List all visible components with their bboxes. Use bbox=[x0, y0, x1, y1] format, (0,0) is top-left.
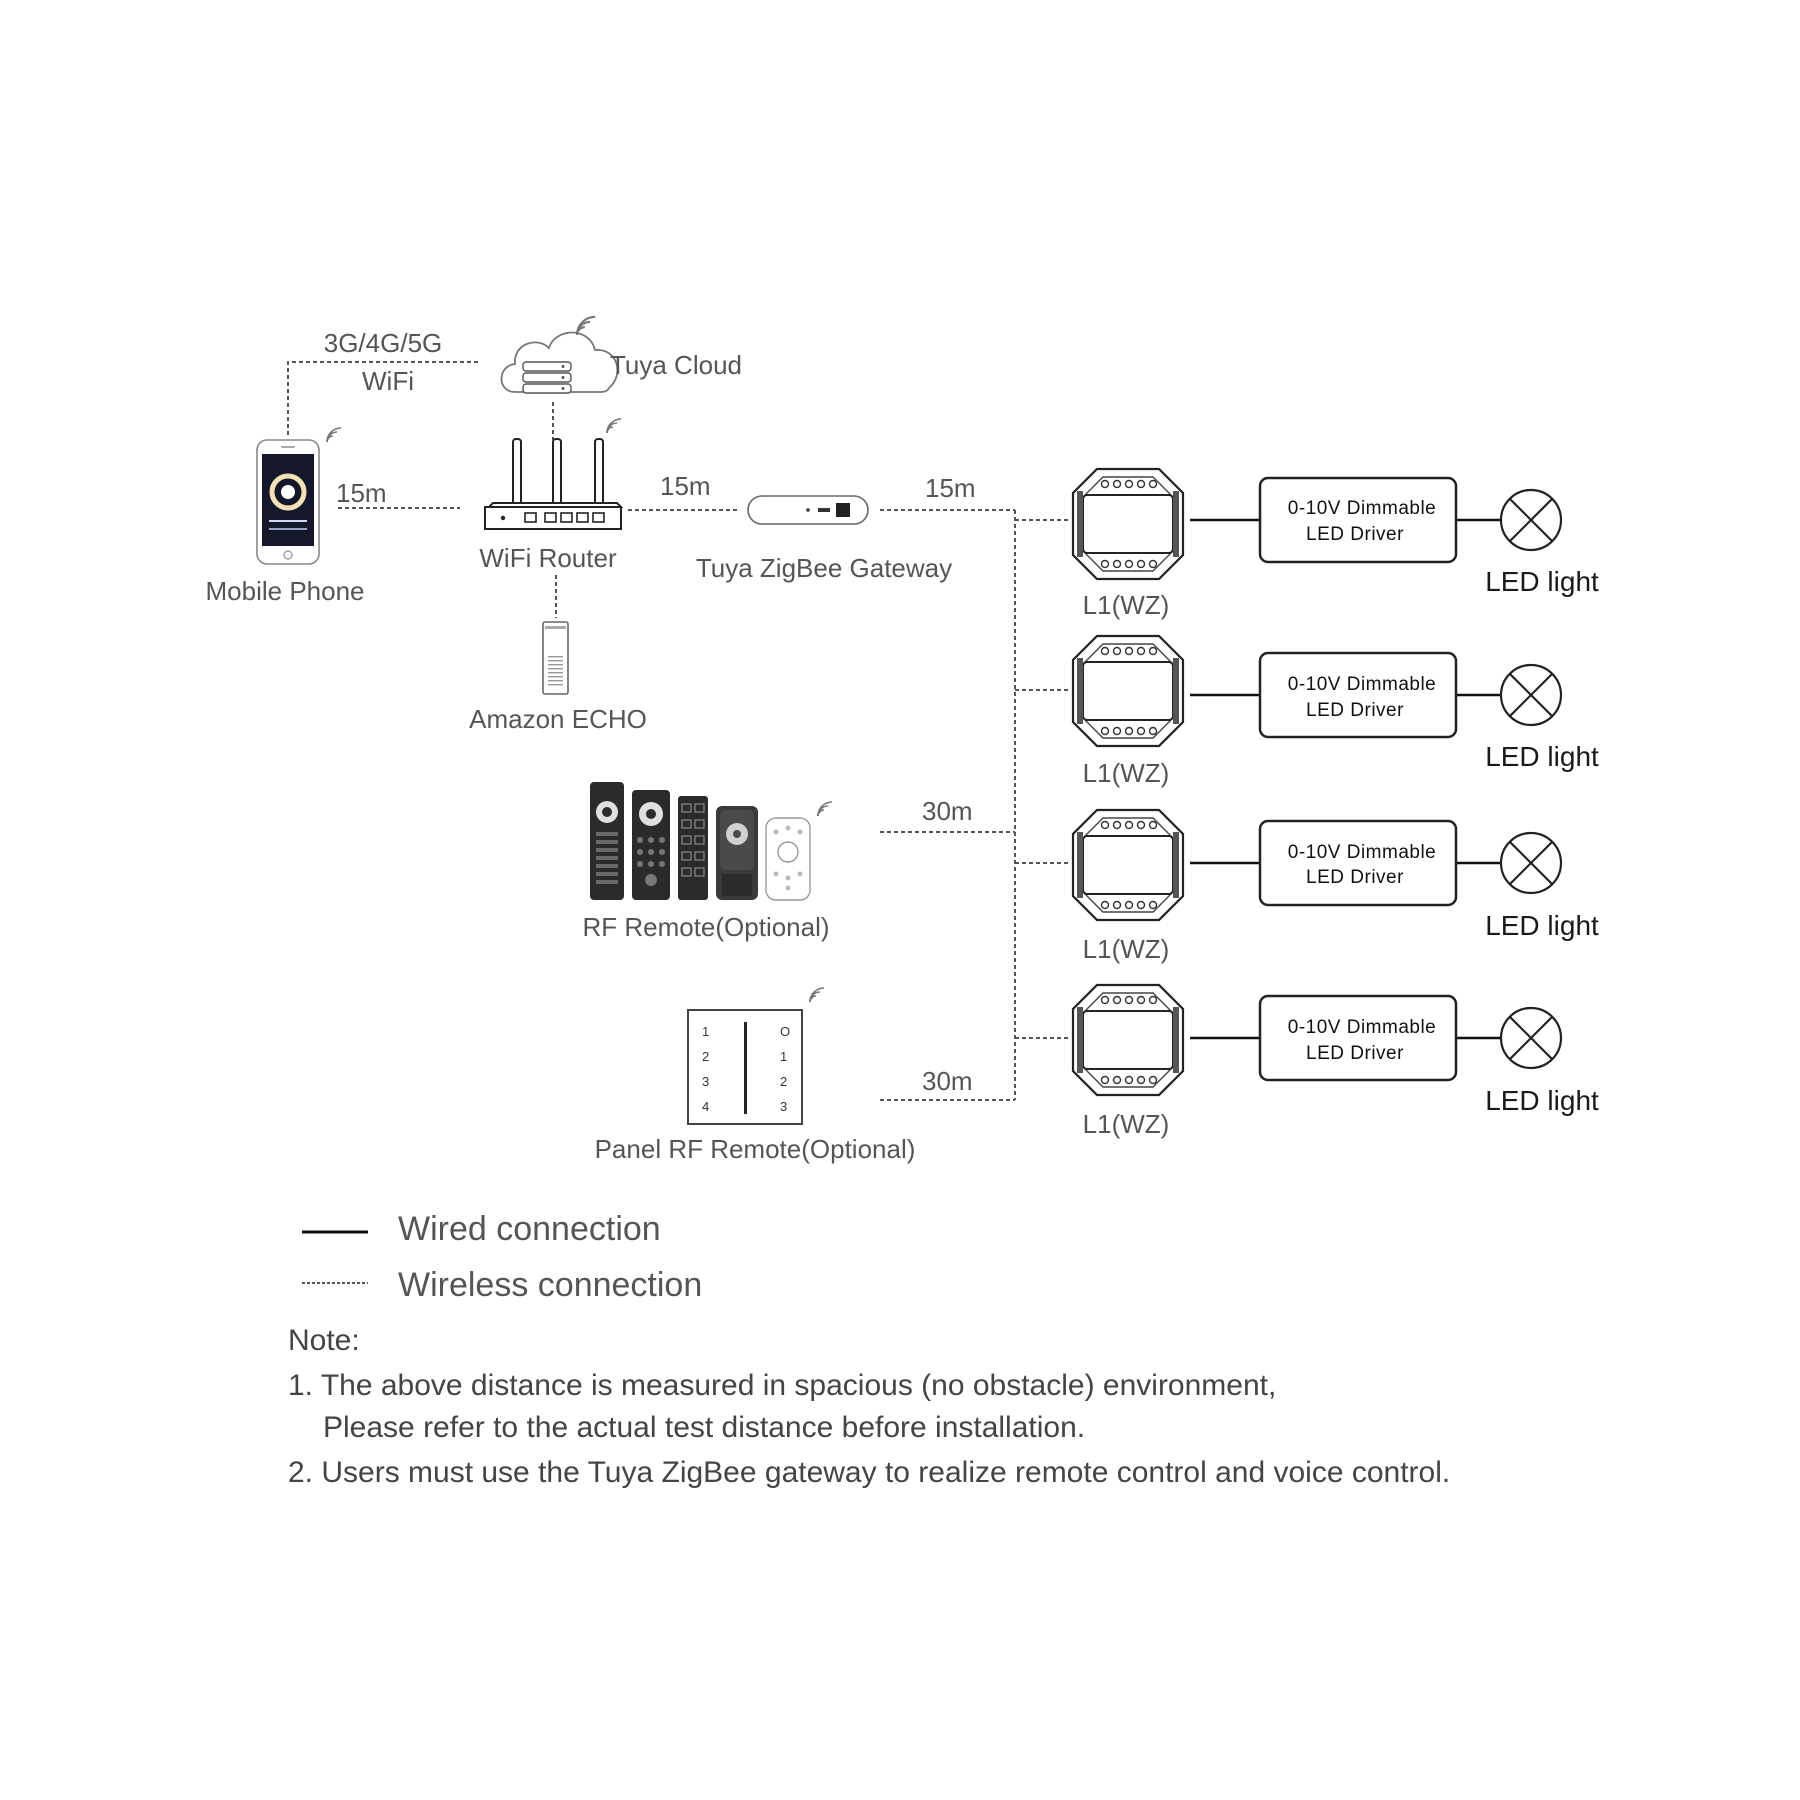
gateway-distance-label: 15m bbox=[925, 473, 976, 503]
router-icon bbox=[484, 418, 624, 530]
driver-label-line2: LED Driver bbox=[1306, 1043, 1404, 1064]
driver-label-line2: LED Driver bbox=[1306, 700, 1404, 721]
panel-key[interactable]: 2 bbox=[780, 1074, 787, 1089]
channel-4: L1(WZ) 0-10V Dimmable LED Driver LED lig… bbox=[1071, 983, 1599, 1139]
driver-box bbox=[1258, 476, 1458, 564]
driver-label-line1: 0-10V Dimmable bbox=[1288, 498, 1437, 519]
driver-box bbox=[1258, 651, 1458, 739]
notes-title: Note: bbox=[288, 1324, 360, 1357]
controller-icon bbox=[1071, 634, 1185, 748]
note-line: Please refer to the actual test distance… bbox=[323, 1411, 1085, 1444]
mobile-phone-label: Mobile Phone bbox=[206, 576, 365, 606]
network-label-1: 3G/4G/5G bbox=[324, 328, 443, 358]
legend-wireless-label: Wireless connection bbox=[398, 1266, 702, 1304]
remote-icon bbox=[590, 782, 833, 901]
driver-label-line1: 0-10V Dimmable bbox=[1288, 674, 1437, 695]
panel-key[interactable]: O bbox=[780, 1024, 790, 1039]
note-line: 2. Users must use the Tuya ZigBee gatewa… bbox=[288, 1456, 1450, 1489]
router-gateway-distance: 15m bbox=[660, 471, 711, 501]
zigbee-gateway-label: Tuya ZigBee Gateway bbox=[696, 553, 952, 583]
echo-icon bbox=[542, 621, 569, 695]
driver-label-line2: LED Driver bbox=[1306, 867, 1404, 888]
phone-icon bbox=[256, 427, 342, 565]
gateway-icon bbox=[747, 495, 869, 525]
panel-keys: 1 2 3 4 O 1 2 3 bbox=[702, 1024, 790, 1114]
lamp-icon bbox=[1499, 1006, 1563, 1070]
notes: Note: 1. The above distance is measured … bbox=[288, 1324, 1450, 1489]
led-light-label: LED light bbox=[1485, 566, 1599, 597]
driver-label-line1: 0-10V Dimmable bbox=[1288, 1017, 1437, 1038]
controller-label: L1(WZ) bbox=[1083, 758, 1170, 788]
amazon-echo-label: Amazon ECHO bbox=[469, 704, 647, 734]
channel-1: L1(WZ) 0-10V Dimmable LED Driver LED lig… bbox=[1071, 467, 1599, 620]
driver-label-line2: LED Driver bbox=[1306, 524, 1404, 545]
lamp-icon bbox=[1499, 488, 1563, 552]
panel-key[interactable]: 4 bbox=[702, 1099, 709, 1114]
controller-icon bbox=[1071, 983, 1185, 1097]
panel-key[interactable]: 1 bbox=[702, 1024, 709, 1039]
legend: Wired connection Wireless connection bbox=[302, 1210, 702, 1304]
channel-2: L1(WZ) 0-10V Dimmable LED Driver LED lig… bbox=[1071, 634, 1599, 788]
panel-key[interactable]: 1 bbox=[780, 1049, 787, 1064]
driver-label-line1: 0-10V Dimmable bbox=[1288, 842, 1437, 863]
driver-box bbox=[1258, 994, 1458, 1082]
driver-box bbox=[1258, 819, 1458, 907]
rf-remote-label: RF Remote(Optional) bbox=[582, 912, 829, 942]
controller-label: L1(WZ) bbox=[1083, 1109, 1170, 1139]
controller-label: L1(WZ) bbox=[1083, 934, 1170, 964]
panel-rf-remote-label: Panel RF Remote(Optional) bbox=[595, 1134, 916, 1164]
panel-key[interactable]: 3 bbox=[780, 1099, 787, 1114]
led-light-label: LED light bbox=[1485, 741, 1599, 772]
controller-label: L1(WZ) bbox=[1083, 590, 1170, 620]
controller-icon bbox=[1071, 467, 1185, 581]
panel-remote-distance: 30m bbox=[922, 1066, 973, 1096]
lamp-icon bbox=[1499, 663, 1563, 727]
panel-key[interactable]: 3 bbox=[702, 1074, 709, 1089]
cloud-icon bbox=[500, 315, 619, 394]
tuya-cloud-label: Tuya Cloud bbox=[610, 350, 742, 380]
wifi-router-label: WiFi Router bbox=[479, 543, 617, 573]
legend-wired-label: Wired connection bbox=[398, 1210, 661, 1248]
panel-key[interactable]: 2 bbox=[702, 1049, 709, 1064]
connection-lines bbox=[287, 361, 1500, 1101]
channel-3: L1(WZ) 0-10V Dimmable LED Driver LED lig… bbox=[1071, 808, 1599, 964]
led-light-label: LED light bbox=[1485, 1085, 1599, 1116]
phone-distance-label: 15m bbox=[336, 478, 387, 508]
controller-icon bbox=[1071, 808, 1185, 922]
network-label-2: WiFi bbox=[362, 366, 414, 396]
lamp-icon bbox=[1499, 831, 1563, 895]
panel-icon bbox=[687, 987, 825, 1125]
rf-remote-distance: 30m bbox=[922, 796, 973, 826]
led-light-label: LED light bbox=[1485, 910, 1599, 941]
note-line: 1. The above distance is measured in spa… bbox=[288, 1369, 1276, 1402]
